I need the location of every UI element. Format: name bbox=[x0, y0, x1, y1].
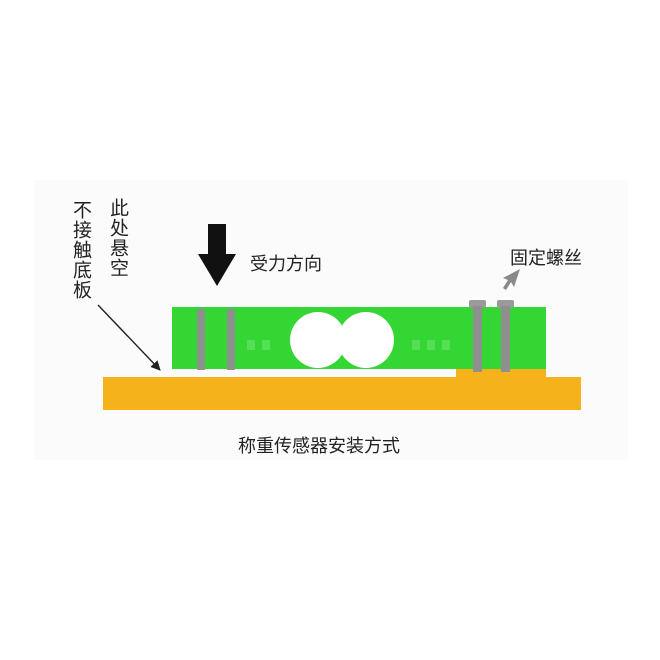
mounting-block bbox=[456, 368, 546, 379]
caption-installation-method: 称重传感器安装方式 bbox=[238, 436, 400, 457]
label-suspended-here: 此处悬空 bbox=[107, 198, 129, 278]
sensor-double-hole bbox=[290, 312, 394, 368]
label-force-direction: 受力方向 bbox=[250, 254, 322, 275]
base-plate bbox=[103, 377, 581, 410]
pointer-arrow-icon bbox=[97, 304, 161, 371]
down-arrow-icon bbox=[198, 224, 236, 286]
load-side-screws bbox=[197, 309, 235, 370]
fixing-screws bbox=[469, 300, 514, 372]
label-fixing-screws: 固定螺丝 bbox=[510, 248, 582, 269]
sensor-markings bbox=[247, 340, 450, 350]
label-no-contact-base: 不接触底板 bbox=[70, 200, 92, 300]
screw-pointer-icon bbox=[503, 269, 520, 290]
